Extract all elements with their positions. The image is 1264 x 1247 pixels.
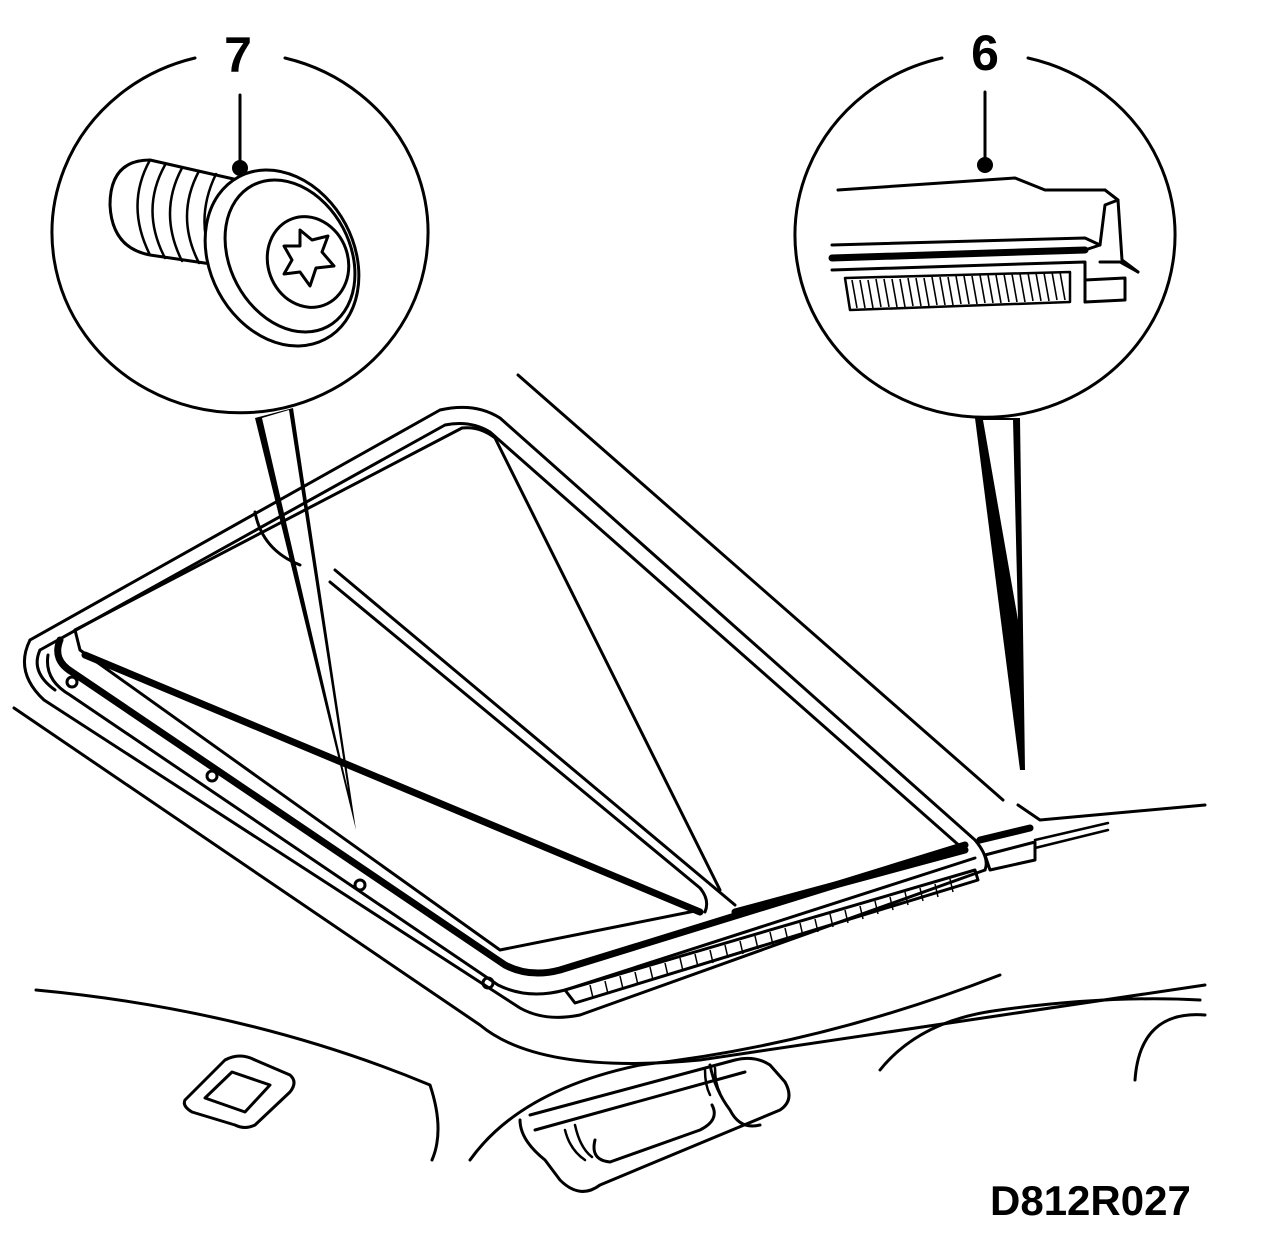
detail-circle-6	[793, 56, 1177, 770]
seal-strip-icon	[828, 176, 1140, 312]
torx-screw-icon	[108, 158, 361, 348]
drawing-code: D812R027	[990, 1177, 1191, 1224]
callout-label-6: 6	[971, 25, 999, 81]
detail-circle-7	[50, 56, 430, 830]
callout-label-7: 7	[224, 27, 252, 83]
roof-scene	[12, 373, 1207, 1193]
